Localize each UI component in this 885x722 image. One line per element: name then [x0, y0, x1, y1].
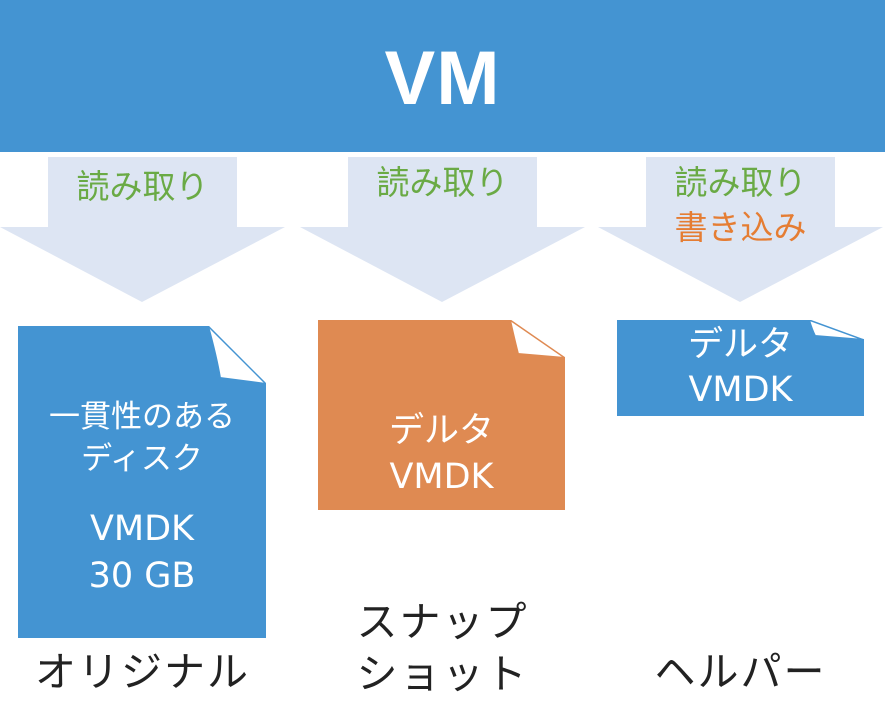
caption-line: ショット [356, 650, 529, 698]
caption-line: オリジナル [35, 648, 250, 696]
disk-snapshot-delta: デルタ VMDK [318, 320, 565, 510]
document-icon [617, 320, 864, 416]
disk-label-delta: デルタ [388, 411, 494, 451]
disk-description-line: ディスク [81, 441, 203, 477]
caption-line: ヘルパー [654, 648, 827, 696]
disk-size: 30 GB [88, 556, 196, 596]
document-icon [18, 326, 266, 638]
disk-description-line: 一貫性のある [49, 399, 235, 435]
arrow-helper: 読み取り 書き込み [598, 157, 883, 302]
disk-label-delta: デルタ [687, 325, 793, 365]
disk-label-vmdk: VMDK [688, 370, 793, 410]
vm-bar: VM [0, 0, 885, 152]
disk-helper-delta: デルタ VMDK [617, 320, 864, 416]
arrow-label-read: 読み取り [76, 167, 209, 206]
arrow-label-read: 読み取り [376, 163, 509, 202]
arrow-original: 読み取り [0, 157, 285, 302]
disk-original: 一貫性のある ディスク VMDK 30 GB [18, 326, 266, 638]
arrow-label-read: 読み取り [674, 163, 807, 202]
disk-name: VMDK [89, 509, 195, 549]
arrow-snapshot: 読み取り [300, 157, 585, 302]
disk-label-vmdk: VMDK [389, 457, 494, 497]
caption-snapshot: スナップ ショット [300, 596, 585, 700]
document-icon [318, 320, 565, 510]
caption-line: スナップ [356, 598, 529, 646]
arrow-label-write: 書き込み [674, 208, 807, 247]
caption-helper: ヘルパー [598, 646, 883, 698]
caption-original: オリジナル [0, 646, 285, 698]
vm-title: VM [384, 35, 501, 121]
